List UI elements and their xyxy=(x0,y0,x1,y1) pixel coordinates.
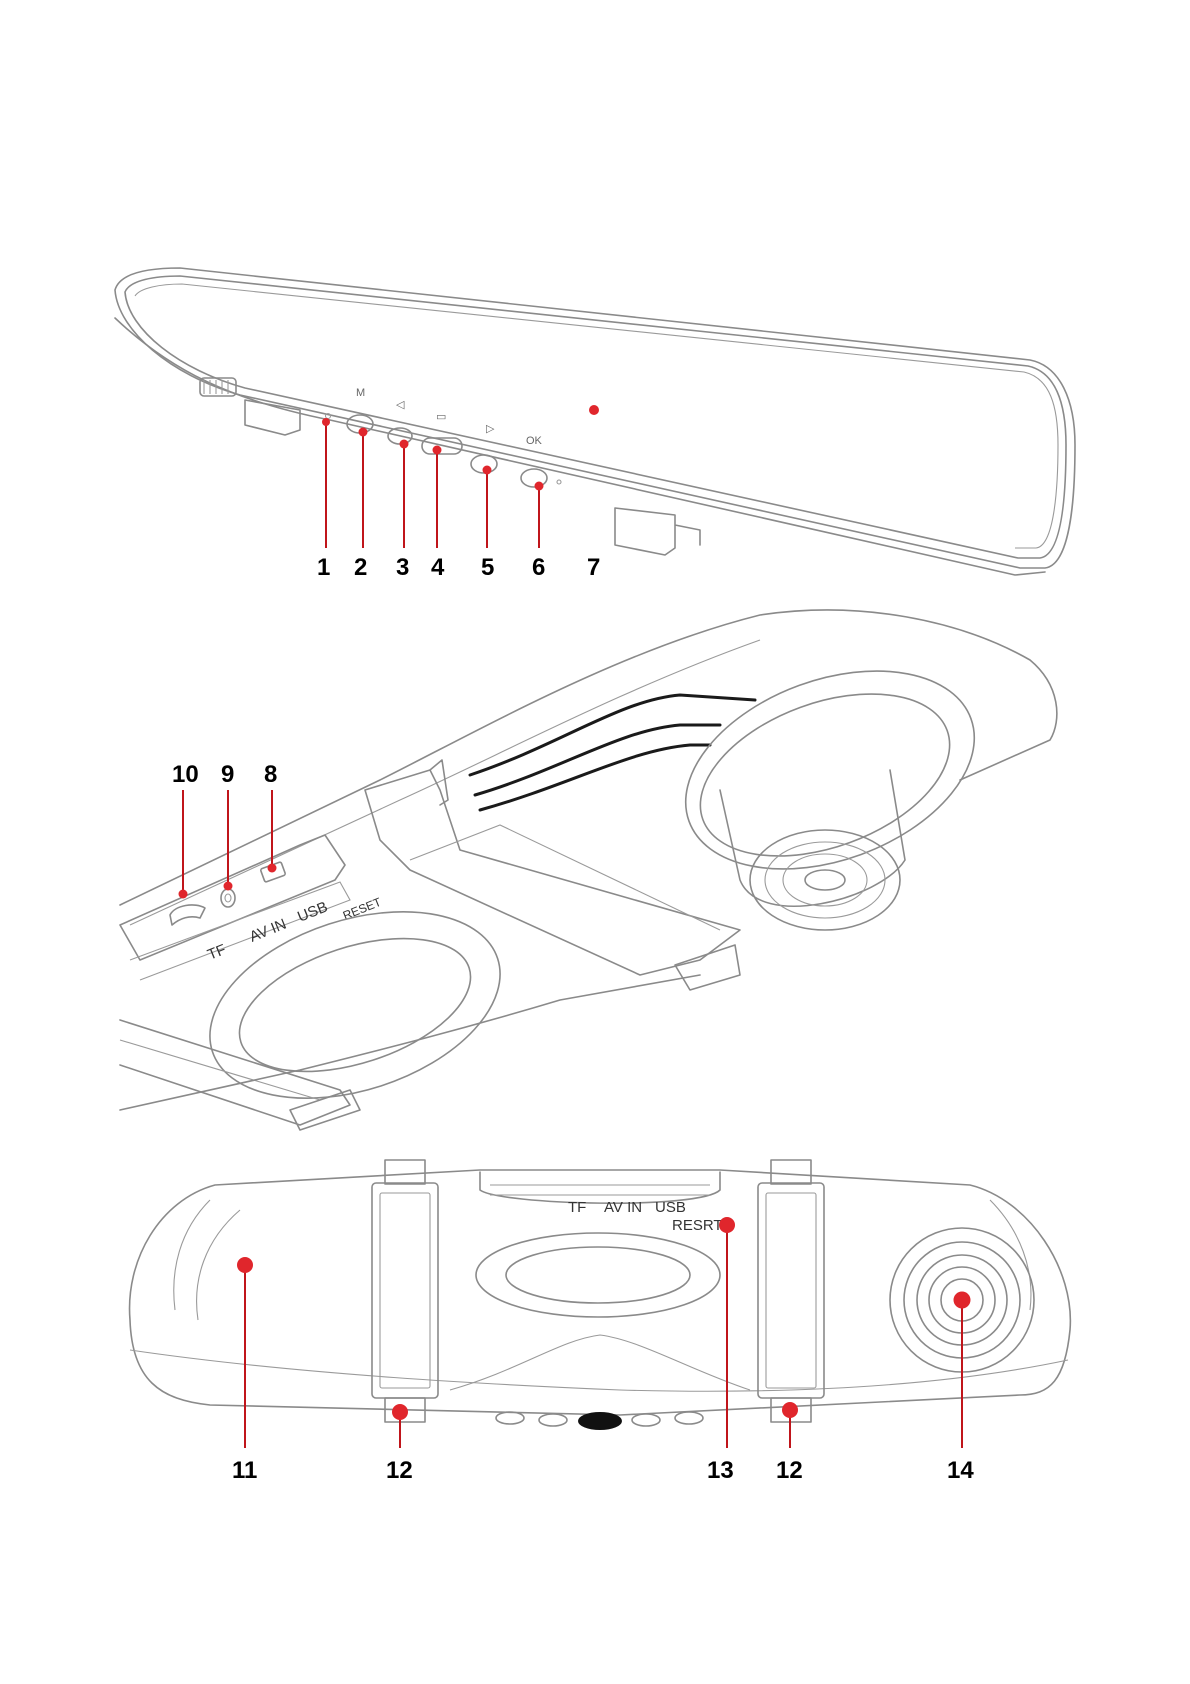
clip-left xyxy=(245,400,300,435)
underside-body-top xyxy=(120,610,1057,905)
underside-lower-lip xyxy=(120,1020,350,1125)
mark-mode: ▭ xyxy=(436,411,446,423)
front-callouts xyxy=(322,405,599,548)
callout-11: 11 xyxy=(232,1457,257,1484)
front-view: M ◁ ▭ ▷ OK 1 2 3 4 5 6 7 xyxy=(115,268,1075,581)
underside-view: TF AV IN USB RESET xyxy=(120,610,1057,1132)
back-bottom-buttons xyxy=(496,1412,703,1430)
mark-ok: OK xyxy=(526,435,543,447)
underside-foot-right xyxy=(675,945,740,990)
mirror-inner-frame xyxy=(125,276,1066,558)
callout-14: 14 xyxy=(947,1457,974,1484)
mirror-glass-edge xyxy=(135,284,1058,548)
callout-12-left: 12 xyxy=(386,1457,413,1484)
callout-8: 8 xyxy=(264,761,277,788)
mirror-outer-frame xyxy=(115,268,1075,568)
mark-next: ▷ xyxy=(486,423,495,435)
back-label-reset: RESRT xyxy=(672,1217,723,1234)
back-speaker-outer xyxy=(476,1233,720,1317)
underside-lower-body xyxy=(120,975,700,1110)
back-label-usb: USB xyxy=(655,1199,686,1216)
back-speaker-inner xyxy=(506,1247,690,1303)
callout-10: 10 xyxy=(172,761,199,788)
callout-4: 4 xyxy=(431,554,445,581)
callout-13: 13 xyxy=(707,1457,734,1484)
callout-9: 9 xyxy=(221,761,234,788)
side-label-tf: TF xyxy=(205,941,228,964)
avin-port xyxy=(221,889,235,907)
strap-left xyxy=(372,1160,438,1422)
callout-2: 2 xyxy=(354,554,367,581)
underside-callouts xyxy=(179,790,277,899)
camera-lens-assembly xyxy=(658,634,1001,930)
callout-1: 1 xyxy=(317,554,330,581)
callout-6: 6 xyxy=(532,554,545,581)
back-view: TF AV IN USB RESRT 11 12 13 12 14 xyxy=(130,1160,1071,1484)
cable-line-3 xyxy=(480,745,710,810)
callout-3: 3 xyxy=(396,554,409,581)
mark-prev: ◁ xyxy=(396,399,405,411)
mount-bracket xyxy=(365,770,740,975)
mirror-lower-bezel xyxy=(115,318,1045,575)
callout-7: 7 xyxy=(587,554,600,581)
port-panel xyxy=(120,835,345,960)
callout-5: 5 xyxy=(481,554,494,581)
clip-right xyxy=(615,508,700,555)
side-label-avin: AV IN xyxy=(247,916,289,946)
side-label-usb: USB xyxy=(295,898,330,925)
mark-m: M xyxy=(356,387,365,399)
back-label-tf: TF xyxy=(568,1199,586,1216)
callout-12-right: 12 xyxy=(776,1457,803,1484)
tf-slot xyxy=(170,905,205,925)
back-label-avin: AV IN xyxy=(604,1199,642,1216)
strap-right xyxy=(758,1160,824,1422)
